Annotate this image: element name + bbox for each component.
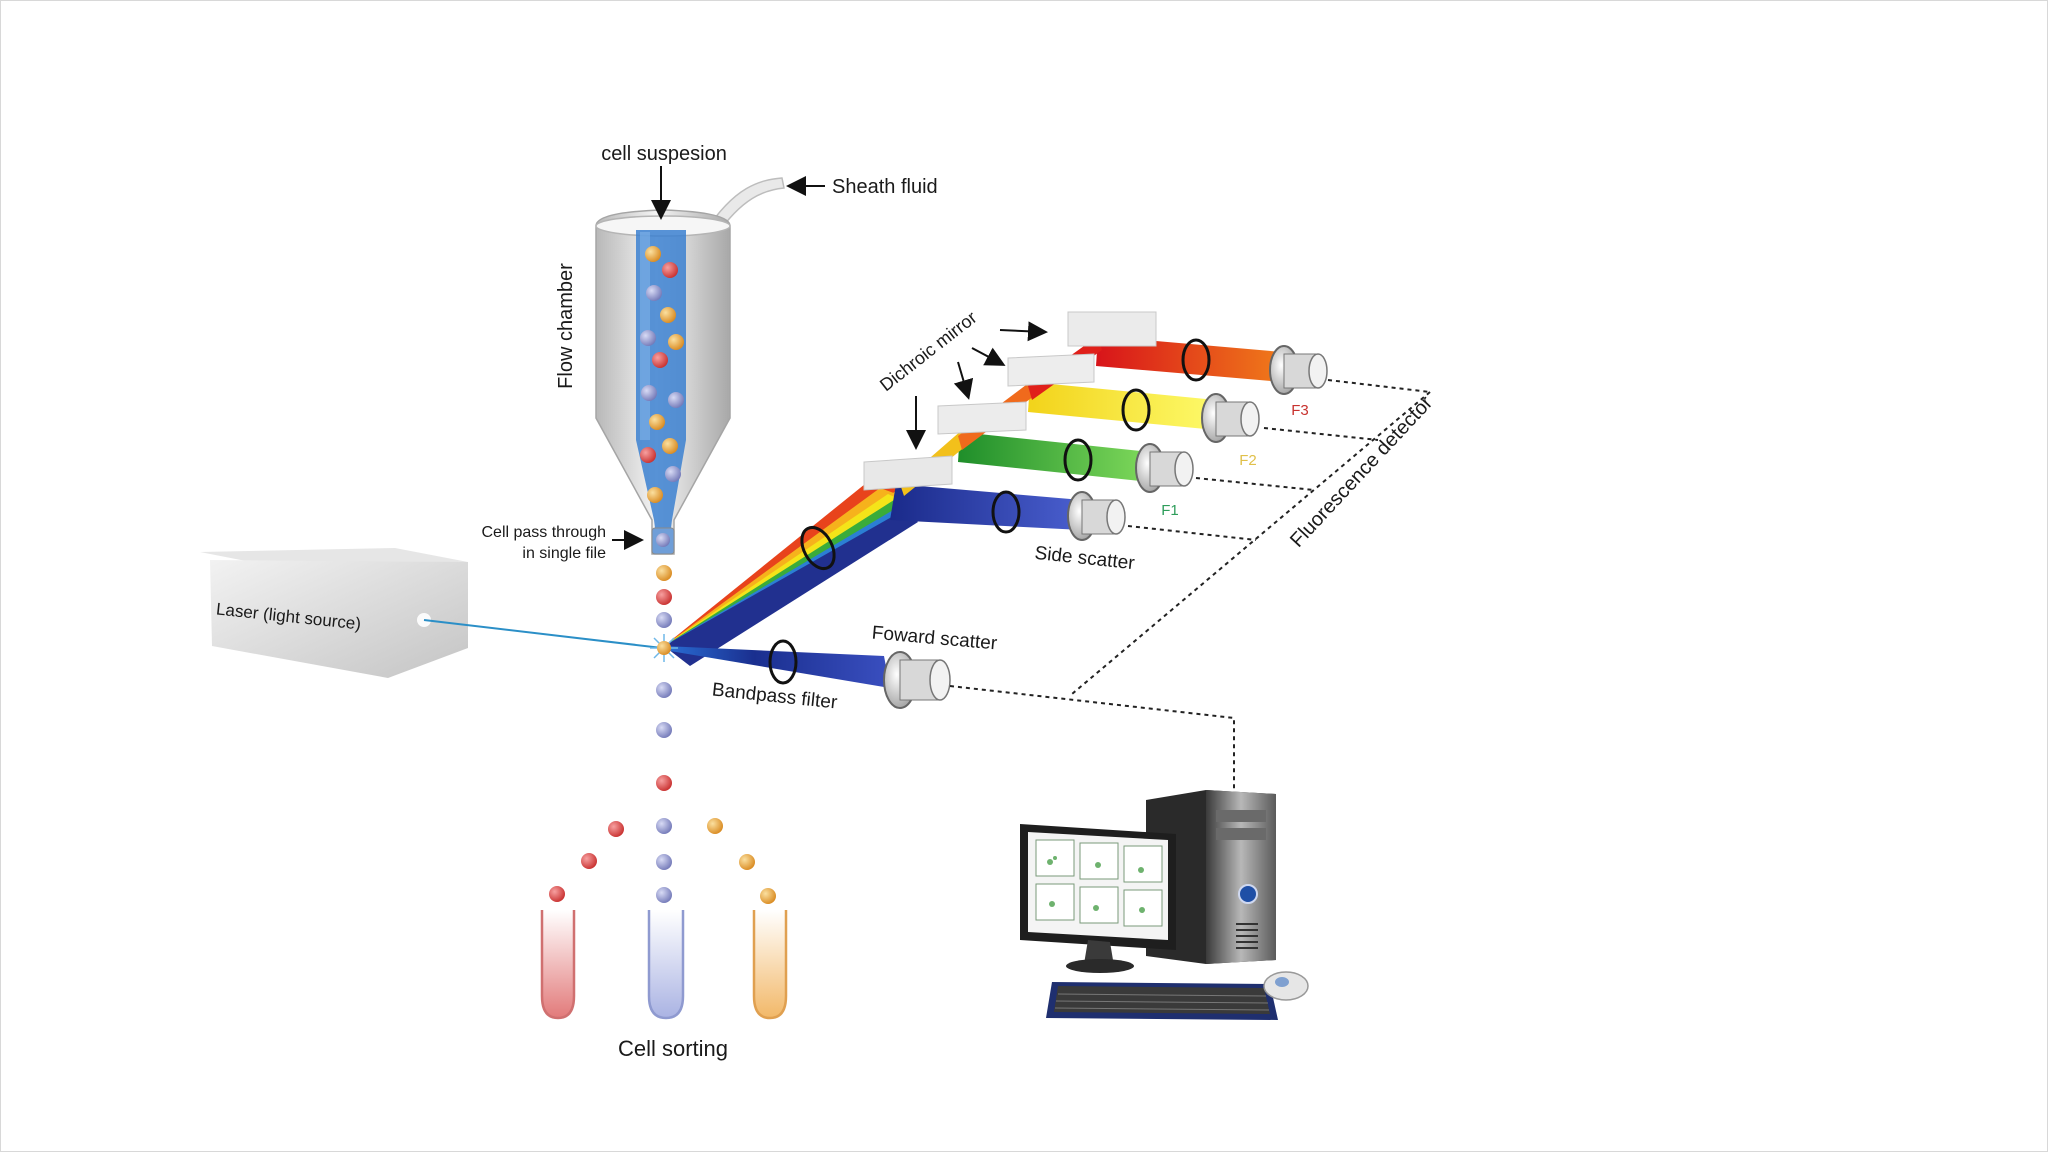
label-flow-chamber: Flow chamber — [555, 263, 577, 389]
spectrum-beam — [664, 466, 920, 666]
label-side-scatter: Side scatter — [1034, 543, 1137, 574]
label-f3: F3 — [1291, 402, 1309, 419]
signal-wires — [949, 379, 1431, 790]
dichroic-mirror-4 — [1067, 311, 1157, 347]
cell — [660, 307, 676, 323]
tube-red — [540, 910, 576, 1020]
cells-in-chamber — [640, 246, 684, 547]
laser-source — [200, 548, 663, 678]
cell — [640, 447, 656, 463]
cell — [649, 414, 665, 430]
cell — [656, 533, 670, 547]
cell — [739, 854, 755, 870]
label-forward-scatter: Foward scatter — [871, 623, 999, 655]
flow-chamber — [595, 177, 785, 555]
cell — [656, 722, 672, 738]
cell — [646, 285, 662, 301]
monitor — [1020, 824, 1176, 973]
cell — [665, 466, 681, 482]
tube-orange — [752, 910, 788, 1020]
dichroic-mirror-3 — [1007, 353, 1095, 387]
cell — [549, 886, 565, 902]
filter-ring — [1121, 388, 1151, 432]
cell — [656, 775, 672, 791]
keyboard — [1046, 982, 1278, 1020]
interrogation-point — [650, 634, 678, 662]
label-bandpass-filter: Bandpass filter — [711, 680, 839, 714]
cell — [656, 818, 672, 834]
filter-ring — [1181, 338, 1211, 382]
label-single-file-line1: Cell pass through — [481, 524, 606, 541]
label-single-file-line2: in single file — [522, 545, 606, 562]
label-fluorescence-detector: Fluorescence detector — [1286, 392, 1437, 552]
cell — [652, 352, 668, 368]
label-cell-sorting: Cell sorting — [618, 1036, 728, 1061]
cell — [668, 392, 684, 408]
f3-detector — [1269, 345, 1328, 395]
cell — [656, 682, 672, 698]
cell — [645, 246, 661, 262]
cell — [641, 385, 657, 401]
filter-ring — [768, 639, 798, 685]
filter-ring — [1063, 438, 1093, 482]
arrow-mirror-2 — [953, 361, 974, 400]
f2-detector — [1201, 393, 1260, 443]
test-tubes — [540, 910, 788, 1020]
side-scatter-beam — [890, 484, 1082, 530]
bandpass-filters — [768, 338, 1211, 685]
cell — [656, 887, 672, 903]
forward-scatter-detector — [883, 651, 951, 709]
dichroic-mirror-2 — [937, 401, 1027, 435]
cell — [608, 821, 624, 837]
label-f2: F2 — [1239, 452, 1257, 469]
cell — [662, 438, 678, 454]
mouse — [1263, 971, 1309, 1001]
pc-tower — [1146, 790, 1276, 964]
tube-blue — [647, 910, 685, 1020]
side-scatter-detector — [1067, 491, 1126, 541]
laser-box-face — [210, 560, 468, 678]
f1-beam — [958, 432, 1150, 482]
f3-beam — [1096, 336, 1282, 382]
cell — [656, 589, 672, 605]
label-sheath-fluid: Sheath fluid — [832, 176, 938, 198]
arrow-mirror-3 — [971, 347, 1006, 366]
cell — [640, 330, 656, 346]
forward-scatter-beam — [664, 646, 890, 688]
cell — [581, 853, 597, 869]
arrow-mirror-4 — [999, 321, 1048, 342]
cell — [668, 334, 684, 350]
f1-detector — [1135, 443, 1194, 493]
filter-ring — [800, 525, 836, 571]
cell — [656, 565, 672, 581]
detectors — [883, 345, 1328, 709]
label-cell-suspension: cell suspesion — [601, 143, 727, 165]
computer — [1020, 790, 1309, 1020]
dichroic-mirrors — [863, 311, 1157, 491]
annotation-arrows — [612, 166, 1048, 550]
single-file-cells — [549, 565, 776, 904]
laser-beam — [423, 619, 663, 649]
dichroic-mirror-1 — [863, 455, 953, 491]
power-button-icon — [1238, 884, 1258, 904]
label-f1: F1 — [1161, 502, 1179, 519]
cell — [707, 818, 723, 834]
cell — [656, 854, 672, 870]
cell — [656, 612, 672, 628]
cell — [760, 888, 776, 904]
filter-ring — [991, 490, 1021, 534]
cell — [662, 262, 678, 278]
cell — [647, 487, 663, 503]
